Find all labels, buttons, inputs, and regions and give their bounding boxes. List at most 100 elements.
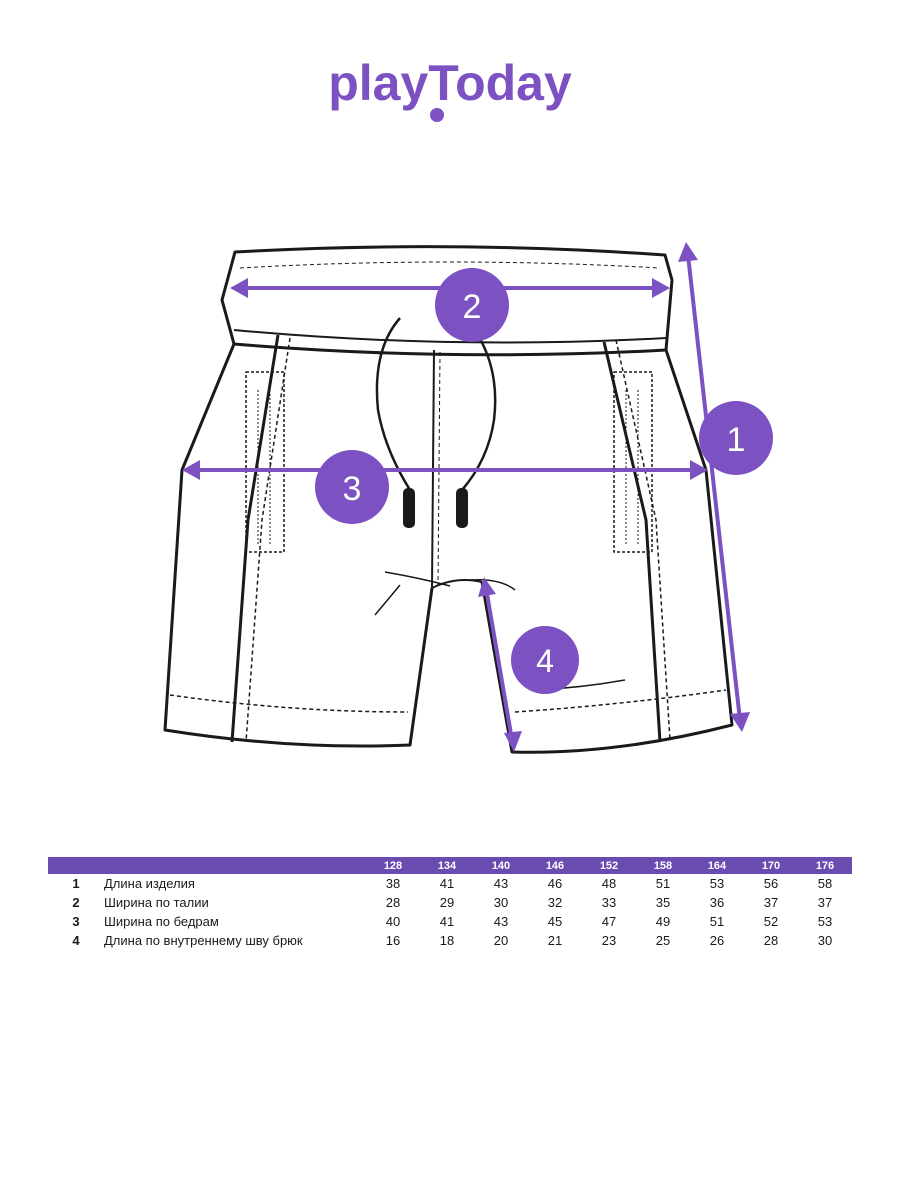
left-zipper	[245, 371, 285, 553]
size-176: 176	[798, 857, 852, 874]
cell-value: 32	[547, 895, 563, 910]
cell-value: 58	[817, 876, 833, 891]
cell-value: 29	[439, 895, 455, 910]
hip-width-arrow-right	[690, 460, 708, 480]
size-164: 164	[690, 857, 744, 874]
marker-2-label: 2	[463, 288, 482, 326]
row-number: 4	[72, 933, 80, 948]
marker-3: 3	[315, 450, 389, 524]
length-arrow-top	[678, 242, 698, 262]
size-146: 146	[528, 857, 582, 874]
brand-logo: playToday	[328, 55, 572, 122]
inseam-arrow-top	[478, 577, 496, 597]
cell-value: 49	[655, 914, 671, 929]
cell-value: 26	[709, 933, 725, 948]
cell-value: 43	[493, 914, 509, 929]
waistband-top-stitch	[239, 261, 661, 269]
marker-3-label: 3	[343, 470, 362, 508]
size-152: 152	[582, 857, 636, 874]
drawstring-tips	[403, 488, 468, 528]
right-drawstring-tip	[456, 488, 468, 528]
left-side-stripe	[230, 334, 280, 743]
crotch-outline	[431, 579, 483, 589]
cell-value: 51	[709, 914, 725, 929]
cell-value: 38	[385, 876, 401, 891]
row-label: Ширина по бедрам	[104, 914, 219, 929]
cell-value: 36	[709, 895, 725, 910]
cell-value: 47	[601, 914, 617, 929]
cell-value: 30	[493, 895, 509, 910]
cell-value: 20	[493, 933, 509, 948]
pocket-crease-left	[374, 571, 451, 616]
marker-2: 2	[435, 268, 509, 342]
left-hem-stitch	[169, 694, 409, 713]
row-label: Длина по внутреннему шву брюк	[104, 933, 303, 948]
cell-value: 30	[817, 933, 833, 948]
length-arrow-bottom	[730, 712, 750, 732]
cell-value: 48	[601, 876, 617, 891]
cell-value: 52	[763, 914, 779, 929]
cell-value: 53	[817, 914, 833, 929]
table-row: 2 Ширина по талии 28 29 30 32 33 35 36 3…	[48, 893, 852, 912]
measurement-lines	[182, 242, 750, 752]
hip-width-arrow-left	[182, 460, 200, 480]
marker-4-circle	[511, 626, 579, 694]
inseam-arrow-bottom	[504, 731, 522, 752]
row-number: 3	[72, 914, 80, 929]
marker-1: 1	[699, 401, 773, 475]
cell-value: 28	[385, 895, 401, 910]
cell-value: 46	[547, 876, 563, 891]
shorts-outline	[163, 245, 734, 754]
size-140: 140	[474, 857, 528, 874]
cell-value: 28	[763, 933, 779, 948]
cell-value: 18	[439, 933, 455, 948]
marker-3-circle	[315, 450, 389, 524]
right-side-stripe-stitch	[615, 339, 671, 741]
size-table: 128 134 140 146 152 158 164 170 176 1 Дл…	[48, 857, 852, 950]
left-side-stripe-stitch	[245, 337, 291, 743]
table-row: 4 Длина по внутреннему шву брюк 16 18 20…	[48, 931, 852, 950]
right-hem-stitch	[514, 689, 727, 713]
table-row: 1 Длина изделия 38 41 43 46 48 51 53 56 …	[48, 874, 852, 893]
cell-value: 56	[763, 876, 779, 891]
left-leg-outline	[163, 343, 434, 748]
row-label: Длина изделия	[104, 876, 195, 891]
cell-value: 51	[655, 876, 671, 891]
left-drawstring-tip	[403, 488, 415, 528]
left-zipper-teeth	[257, 390, 271, 545]
marker-4-label: 4	[536, 643, 554, 679]
right-leg-outline	[480, 349, 734, 754]
center-seam-stitch	[437, 351, 441, 586]
cell-value: 40	[385, 914, 401, 929]
cell-value: 21	[547, 933, 563, 948]
row-number: 2	[72, 895, 80, 910]
cell-value: 33	[601, 895, 617, 910]
waist-width-arrow-right	[652, 278, 670, 298]
right-zipper-teeth	[625, 390, 639, 545]
cell-value: 37	[817, 895, 833, 910]
marker-4: 4	[511, 626, 579, 694]
marker-1-circle	[699, 401, 773, 475]
header-label-cell	[104, 857, 366, 874]
marker-1-label: 1	[727, 421, 746, 459]
shorts-measurement-diagram: 2 3 1 4	[163, 242, 773, 754]
table-row: 3 Ширина по бедрам 40 41 43 45 47 49 51 …	[48, 912, 852, 931]
cell-value: 53	[709, 876, 725, 891]
size-170: 170	[744, 857, 798, 874]
size-158: 158	[636, 857, 690, 874]
right-side-stripe	[602, 341, 662, 743]
size-134: 134	[420, 857, 474, 874]
cell-value: 45	[547, 914, 563, 929]
marker-2-circle	[435, 268, 509, 342]
brand-logo-text: playToday	[328, 55, 572, 111]
cell-value: 16	[385, 933, 401, 948]
cell-value: 41	[439, 876, 455, 891]
row-label: Ширина по талии	[104, 895, 209, 910]
waist-width-arrow-left	[230, 278, 248, 298]
row-number: 1	[72, 876, 80, 891]
size-128: 128	[366, 857, 420, 874]
drawstring-left	[375, 317, 412, 491]
cell-value: 23	[601, 933, 617, 948]
cell-value: 35	[655, 895, 671, 910]
right-zipper	[613, 371, 653, 553]
